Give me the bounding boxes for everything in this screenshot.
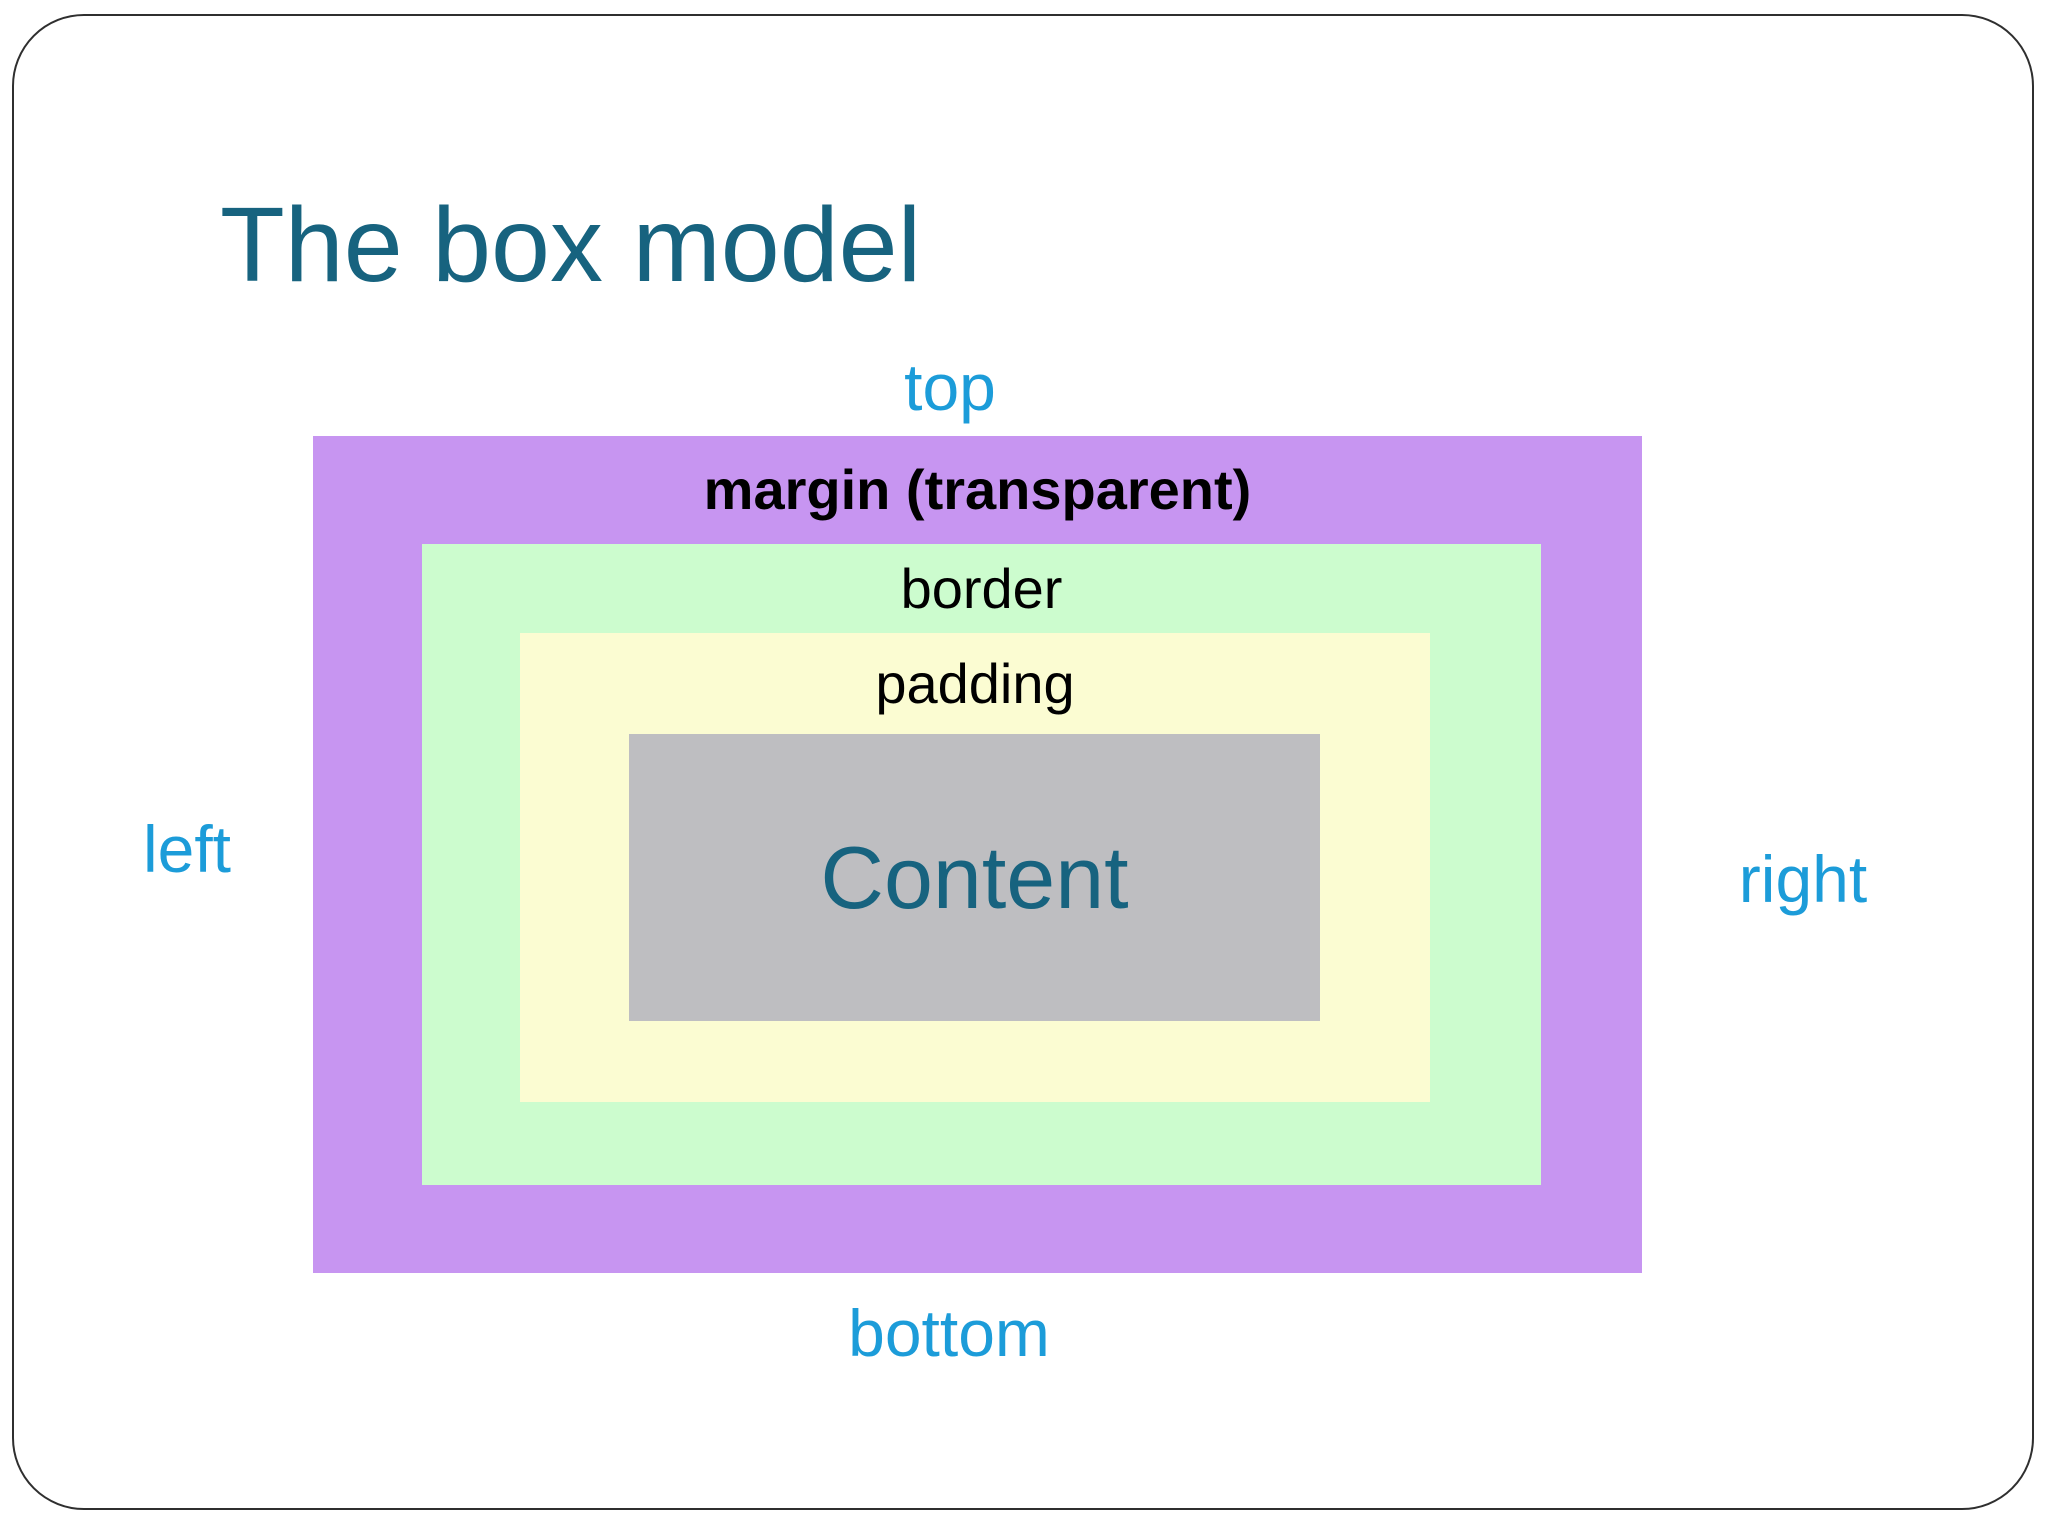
content-label: Content <box>820 827 1129 927</box>
margin-box: margin (transparent) border padding Cont… <box>313 436 1642 1273</box>
border-box: border padding Content <box>422 544 1541 1185</box>
edge-label-left: left <box>142 812 232 886</box>
padding-label: padding <box>875 651 1075 715</box>
edge-label-bottom: bottom <box>848 1296 1050 1370</box>
content-box: Content <box>629 734 1320 1021</box>
margin-label: margin (transparent) <box>703 458 1252 521</box>
padding-box: padding Content <box>520 633 1430 1102</box>
slide-title: The box model <box>220 186 922 304</box>
slide-frame-border <box>12 14 2034 1510</box>
border-label: border <box>900 556 1063 620</box>
edge-label-right: right <box>1738 842 1868 916</box>
edge-label-top: top <box>904 350 996 424</box>
